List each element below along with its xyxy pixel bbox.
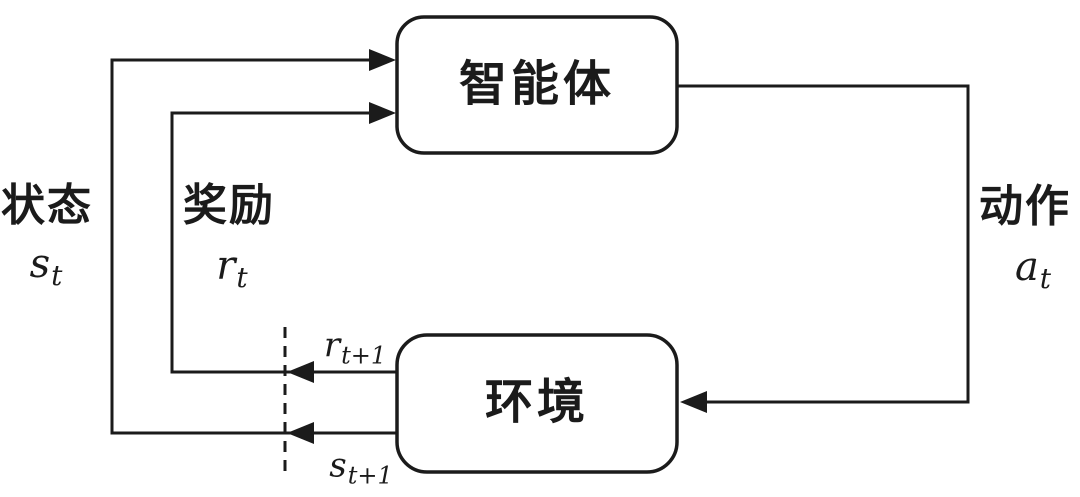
action-edge-label: 动作 (979, 182, 1071, 231)
reward-edge-label: 奖励 (183, 181, 275, 230)
action-symbol-base: a (1014, 244, 1039, 290)
agent-box (395, 15, 679, 155)
next-state-symbol: st+1 (329, 449, 392, 488)
action-symbol: at (1015, 247, 1051, 293)
next-reward-symbol-base: r (323, 325, 341, 366)
state-arrow (110, 49, 397, 444)
action-symbol-subscript: t (1039, 262, 1052, 295)
agent-node-label: 智能体 (458, 58, 616, 111)
next-state-symbol-base: s (329, 445, 347, 486)
next-reward-symbol: rt+1 (324, 329, 386, 368)
next-state-symbol-subscript: t+1 (347, 461, 393, 490)
state-symbol-base: s (29, 241, 51, 287)
state-symbol: st (30, 244, 63, 290)
reward-arrowhead-into-agent (369, 102, 396, 124)
state-arrowhead-into-agent (369, 49, 396, 71)
state-edge-label: 状态 (1, 181, 93, 230)
action-arrow (677, 84, 970, 413)
action-arrowhead-into-environment (680, 391, 707, 413)
environment-box (395, 333, 679, 474)
next-reward-arrowhead (287, 361, 314, 383)
environment-node-label: 环境 (484, 376, 590, 429)
reward-symbol-subscript: t (236, 261, 248, 294)
next-reward-symbol-subscript: t+1 (341, 341, 387, 370)
state-symbol-subscript: t (51, 259, 63, 292)
reward-symbol-base: r (216, 243, 236, 289)
reward-symbol: rt (216, 246, 247, 292)
next-state-arrowhead (287, 422, 314, 444)
